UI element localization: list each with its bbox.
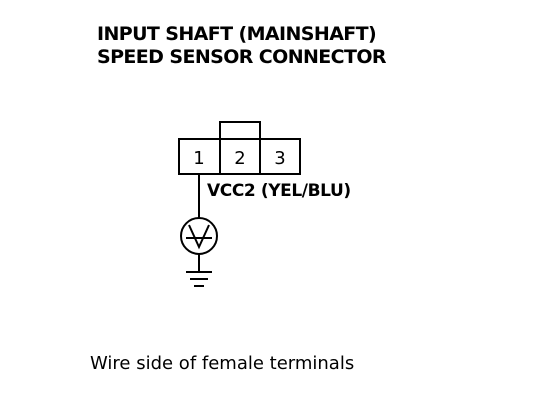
connector-body (178, 121, 301, 175)
terminal-3-label: 3 (274, 148, 285, 169)
voltmeter-icon (180, 217, 218, 255)
terminal-2-label: 2 (234, 148, 245, 169)
connector-lock-tab (219, 121, 261, 140)
diagram-caption: Wire side of female terminals (90, 353, 355, 374)
connector-title-line-2: SPEED SENSOR CONNECTOR (97, 46, 387, 68)
ground-icon (186, 271, 212, 287)
wire-label: VCC2 (YEL/BLU) (207, 181, 351, 201)
terminal-1-label: 1 (193, 148, 204, 169)
connector-title-line-1: INPUT SHAFT (MAINSHAFT) (97, 23, 377, 45)
